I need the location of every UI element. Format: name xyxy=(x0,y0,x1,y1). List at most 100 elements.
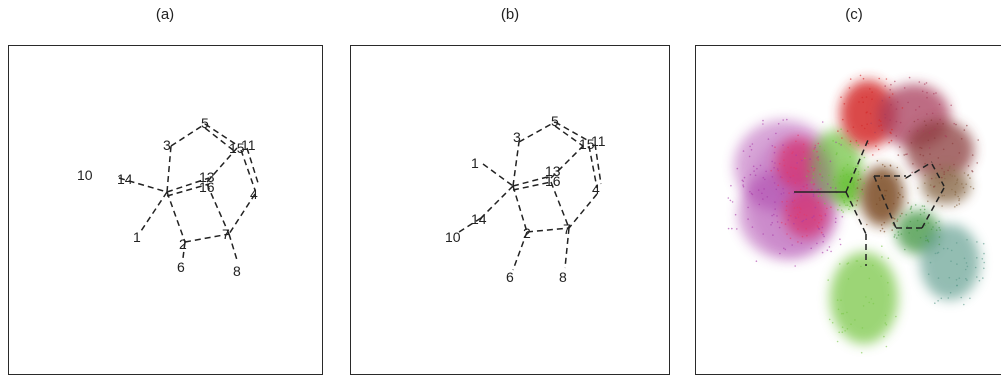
point-speck xyxy=(791,152,793,155)
point-speck xyxy=(927,139,930,142)
point-speck xyxy=(771,221,773,224)
point-speck xyxy=(969,177,971,179)
point-speck xyxy=(742,180,745,183)
point-speck xyxy=(782,144,784,146)
point-speck xyxy=(982,242,985,245)
point-speck xyxy=(757,189,760,191)
point-speck xyxy=(889,89,891,91)
point-speck xyxy=(817,159,819,161)
point-speck xyxy=(954,191,957,194)
point-speck xyxy=(924,224,926,227)
point-speck xyxy=(966,265,969,268)
point-speck xyxy=(925,82,928,84)
point-speck xyxy=(789,176,792,178)
point-speck xyxy=(891,93,894,95)
edge xyxy=(518,121,556,143)
point-speck xyxy=(747,218,749,220)
point-speck xyxy=(795,140,797,143)
point-speck xyxy=(908,130,911,133)
node-label: 7 xyxy=(222,226,230,242)
point-speck xyxy=(819,162,821,165)
point-speck xyxy=(749,145,751,148)
point-speck xyxy=(855,141,858,144)
point-speck xyxy=(742,185,745,188)
point-speck xyxy=(843,167,845,169)
point-speck xyxy=(858,101,860,103)
point-speck xyxy=(902,196,904,198)
graph-a-svg: 10 14 1 3 5 15 11 13 16 4 2 7 6 8 xyxy=(77,115,260,279)
point-speck xyxy=(854,188,857,190)
point-speck xyxy=(802,143,805,146)
point-speck xyxy=(953,122,955,125)
point-speck xyxy=(814,146,816,149)
point-speck xyxy=(787,219,789,221)
point-speck xyxy=(753,170,755,172)
point-speck xyxy=(893,236,896,238)
node-label: 14 xyxy=(117,171,133,187)
node-label: 4 xyxy=(250,186,258,202)
point-speck xyxy=(817,142,820,145)
graph-b-edges xyxy=(458,121,602,271)
node-label: 1 xyxy=(133,229,141,245)
point-speck xyxy=(976,162,978,164)
point-speck xyxy=(859,74,862,77)
edge xyxy=(564,227,570,269)
point-speck xyxy=(861,188,863,191)
point-speck xyxy=(840,144,842,146)
point-speck xyxy=(971,170,974,173)
point-speck xyxy=(881,256,883,258)
point-speck xyxy=(885,345,888,348)
edge xyxy=(554,125,584,147)
point-speck xyxy=(916,130,919,132)
point-speck xyxy=(967,165,970,167)
point-speck xyxy=(797,216,800,218)
edge xyxy=(550,181,570,229)
point-speck xyxy=(800,158,802,161)
point-speck xyxy=(774,146,776,148)
point-speck xyxy=(817,226,819,228)
point-speck xyxy=(759,164,762,167)
point-speck xyxy=(846,204,849,206)
point-speck xyxy=(752,165,755,168)
point-speck xyxy=(897,192,900,194)
point-speck xyxy=(762,123,764,125)
point-speck xyxy=(897,154,900,156)
point-speck xyxy=(949,291,952,294)
point-speck xyxy=(922,154,925,157)
point-speck xyxy=(925,235,927,237)
point-speck xyxy=(934,252,937,255)
point-speck xyxy=(793,207,796,209)
point-speck xyxy=(841,137,843,139)
point-speck xyxy=(798,206,801,209)
point-speck xyxy=(813,215,815,217)
point-speck xyxy=(969,297,971,300)
point-speck xyxy=(771,145,774,147)
edge xyxy=(931,163,945,187)
point-speck xyxy=(906,225,909,228)
point-speck xyxy=(854,319,856,321)
point-speck xyxy=(846,328,849,330)
point-speck xyxy=(933,137,936,139)
edge xyxy=(246,147,260,187)
point-speck xyxy=(961,183,963,185)
point-speck xyxy=(884,189,886,192)
point-speck xyxy=(891,229,893,231)
point-speck xyxy=(963,191,966,194)
point-speck xyxy=(941,176,943,179)
point-speck xyxy=(791,244,793,246)
point-speck xyxy=(783,164,786,167)
point-speck xyxy=(834,221,837,223)
point-speck xyxy=(932,226,934,228)
point-speck xyxy=(816,150,818,153)
point-speck xyxy=(828,174,830,177)
point-speck xyxy=(949,173,952,176)
point-speck xyxy=(805,214,808,217)
point-speck xyxy=(828,318,831,321)
edge xyxy=(905,161,933,179)
point-speck xyxy=(910,142,913,144)
point-speck xyxy=(897,231,900,233)
panel-c-title: (c) xyxy=(845,6,863,23)
point-speck xyxy=(969,186,972,188)
point-speck xyxy=(840,195,843,197)
point-speck xyxy=(749,173,752,176)
